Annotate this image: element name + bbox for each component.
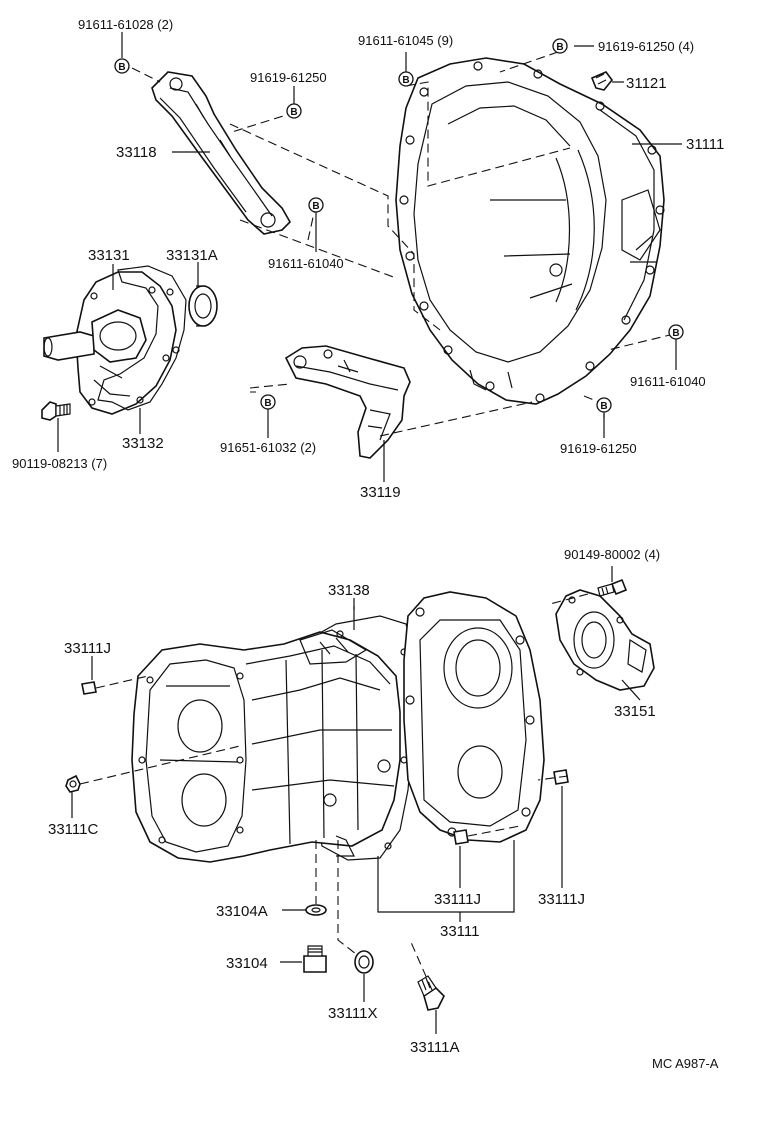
cover-33151-drawing xyxy=(555,589,655,691)
washer-33104a-drawing xyxy=(305,904,327,916)
label-bolt-d: 91619-61250 (4) xyxy=(598,39,694,54)
label-31121: 31121 xyxy=(626,75,667,92)
label-33131a: 33131A xyxy=(166,247,218,264)
bolt-marker-8: B xyxy=(596,397,612,413)
transmission-case-drawing xyxy=(131,629,401,863)
label-33104a: 33104A xyxy=(216,903,268,920)
label-33151: 33151 xyxy=(614,703,656,720)
small-parts-drawing xyxy=(65,681,569,845)
svg-text:B: B xyxy=(402,75,409,86)
bolt-marker-1: B xyxy=(114,58,130,74)
label-bolt-f: 90119-08213 (7) xyxy=(12,456,107,471)
label-33111x: 33111X xyxy=(328,1005,378,1022)
label-bolt-h: 91651-61032 (2) xyxy=(220,440,316,455)
clutch-housing-31111-drawing xyxy=(395,57,665,405)
assembly-lines-upper xyxy=(131,51,675,437)
svg-text:B: B xyxy=(118,62,125,73)
label-33111a: 33111A xyxy=(410,1039,460,1056)
gasket-33111x-drawing xyxy=(354,950,374,974)
bolt-marker-6: B xyxy=(668,324,684,340)
retainer-33131-drawing xyxy=(43,271,177,415)
svg-text:B: B xyxy=(312,201,319,212)
leader-lines xyxy=(57,32,682,1034)
bolt-marker-3: B xyxy=(398,71,414,87)
bolt-marker-2: B xyxy=(286,103,302,119)
svg-text:B: B xyxy=(290,107,297,118)
label-33111: 33111 xyxy=(440,923,480,940)
switch-33111a-drawing xyxy=(417,975,445,1011)
svg-text:B: B xyxy=(264,398,271,409)
plug-33104-drawing xyxy=(303,945,327,973)
screw-90149-drawing xyxy=(597,578,628,597)
label-33132: 33132 xyxy=(122,435,164,452)
label-33111j-b: 33111J xyxy=(434,891,481,908)
svg-text:B: B xyxy=(672,328,679,339)
label-33104: 33104 xyxy=(226,955,268,972)
svg-text:B: B xyxy=(556,42,563,53)
label-33111j-a: 33111J xyxy=(64,640,111,657)
label-bolt-a: 91611-61028 (2) xyxy=(78,17,173,32)
label-33111j-c: 33111J xyxy=(538,891,585,908)
assembly-lines-lower xyxy=(79,593,589,991)
bracket-33118-drawing xyxy=(151,71,291,235)
label-bolt-i: 91619-61250 xyxy=(560,441,637,456)
label-bolt-g: 91611-61040 xyxy=(630,374,706,389)
seal-33131a-drawing xyxy=(188,285,218,327)
label-bolt-b: 91619-61250 xyxy=(250,70,327,85)
bracket-33119-drawing xyxy=(284,345,411,459)
label-screw-j: 90149-80002 (4) xyxy=(564,547,660,562)
rear-plate-drawing xyxy=(403,591,545,843)
diagram-code: MC A987-A xyxy=(652,1056,719,1071)
label-33119: 33119 xyxy=(360,484,401,501)
bolt-marker-4: B xyxy=(552,38,568,54)
bolt-marker-5: B xyxy=(308,197,324,213)
label-33131: 33131 xyxy=(88,247,130,264)
label-33138: 33138 xyxy=(328,582,370,599)
svg-text:B: B xyxy=(600,401,607,412)
part-labels: 91611-61028 (2) 91619-61250 33118 91611-… xyxy=(12,17,724,1071)
label-bolt-e: 91611-61040 xyxy=(268,256,344,271)
gasket-33132-drawing xyxy=(97,265,187,411)
plug-31121-drawing xyxy=(590,71,614,91)
bolt-90119-drawing xyxy=(41,401,71,421)
bolt-marker-7: B xyxy=(260,394,276,410)
label-33118: 33118 xyxy=(116,144,157,161)
label-33111c: 33111C xyxy=(48,821,98,838)
label-31111: 31111 xyxy=(686,136,724,153)
label-bolt-c: 91611-61045 (9) xyxy=(358,33,453,48)
